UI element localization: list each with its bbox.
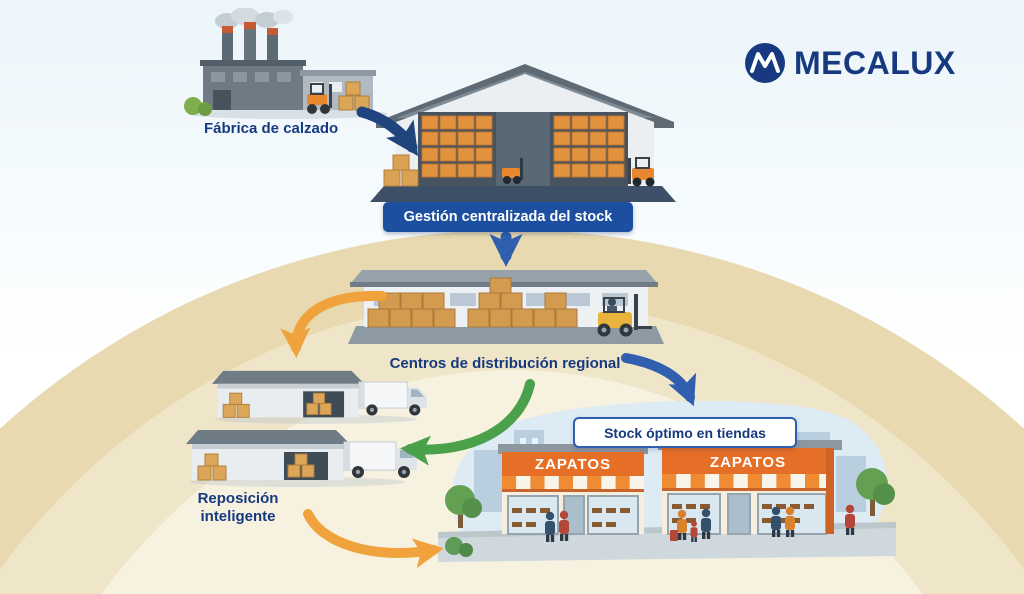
forklift-icon	[307, 83, 332, 114]
mecalux-logo-icon	[745, 43, 785, 83]
brand-logo: MECALUX	[744, 42, 956, 84]
rack-boxes-icon	[421, 115, 625, 178]
awning-icon	[662, 474, 834, 491]
stores-badge: Stock óptimo en tiendas	[573, 417, 797, 448]
factory-illustration	[184, 8, 388, 119]
shoes-icon	[512, 508, 630, 527]
luggage-icon	[670, 530, 678, 541]
regional-warehouse-illustration	[348, 270, 664, 344]
forklift-icon	[597, 294, 652, 337]
bush-icon	[184, 97, 212, 116]
central-stock-badge: Gestión centralizada del stock	[383, 202, 633, 232]
person-icon	[845, 504, 855, 535]
store-sign: ZAPATOS	[535, 456, 611, 473]
central-warehouse-illustration	[370, 64, 676, 202]
people	[545, 504, 855, 542]
boxes-icon	[338, 81, 370, 111]
regional-label: Centros de distribución regional	[389, 355, 621, 372]
factory-label: Fábrica de calzado	[204, 120, 339, 137]
brand-wordmark: MECALUX	[794, 44, 956, 81]
person-icon	[785, 506, 795, 537]
replenishment-label: Reposición inteligente	[197, 490, 279, 525]
forklift-icon	[502, 158, 523, 184]
awning-icon	[502, 476, 644, 492]
person-icon	[545, 511, 555, 542]
person-icon	[559, 510, 569, 541]
replenishment-warehouses-illustration	[185, 370, 428, 488]
person-icon	[771, 506, 781, 537]
tree-icon	[445, 468, 895, 528]
chimneys-icon	[222, 22, 278, 70]
person-icon	[690, 520, 698, 542]
smoke-icon	[215, 8, 293, 29]
store-front: ZAPATOS	[498, 444, 648, 535]
stores-illustration: ZAPATOS ZAPATOS	[438, 400, 896, 562]
store-sign: ZAPATOS	[710, 454, 786, 471]
person-icon	[677, 509, 687, 540]
forklift-icon	[628, 157, 655, 187]
boxes-icon	[383, 154, 419, 187]
bush-icon	[445, 537, 473, 557]
person-icon	[701, 508, 711, 539]
